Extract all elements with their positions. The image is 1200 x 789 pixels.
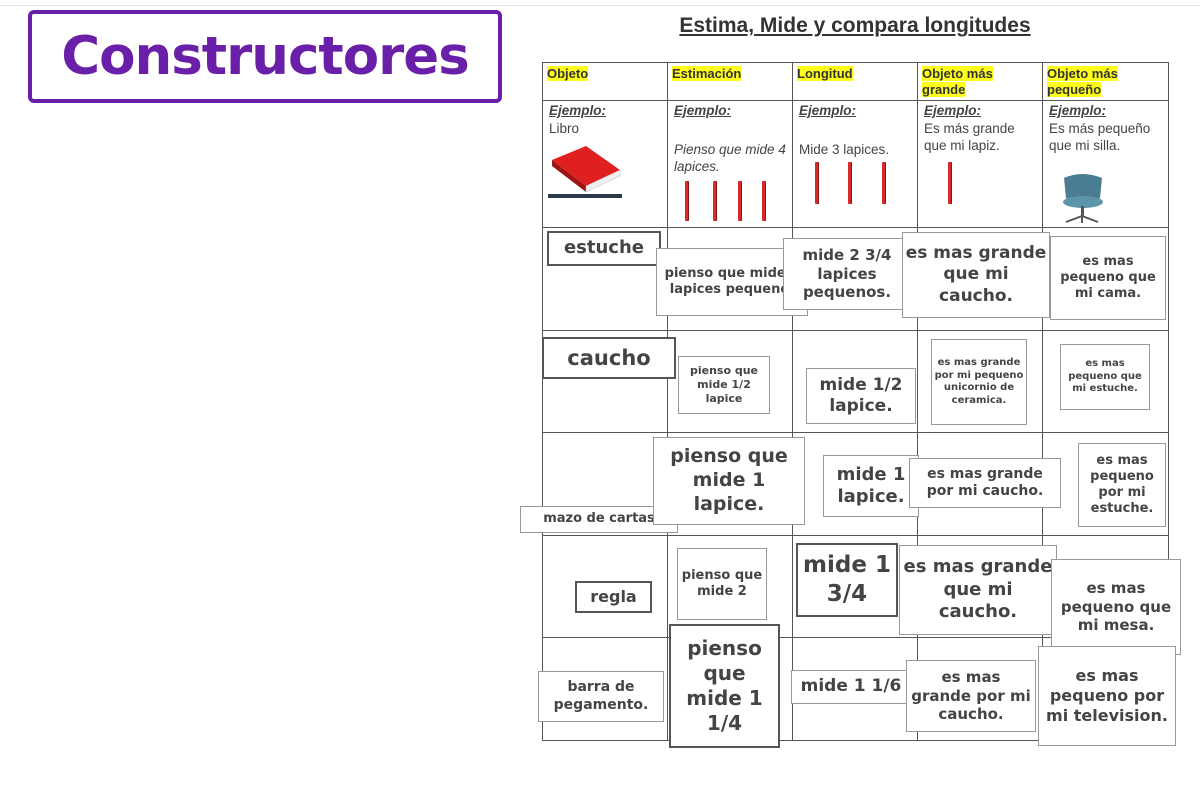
grid-line — [667, 62, 668, 740]
note-pequeno[interactable]: es mas pequeno que mi mesa. — [1051, 559, 1181, 655]
example-label: Ejemplo: — [924, 103, 982, 118]
note-grande[interactable]: es mas grande que mi caucho. — [899, 545, 1057, 635]
note-longitud[interactable]: mide 1 1/6 — [791, 670, 911, 704]
pencil-icon — [882, 162, 886, 204]
example-longitud: Mide 3 lapices. — [799, 142, 890, 157]
grid-line — [542, 330, 1169, 331]
note-grande[interactable]: es mas grande por mi caucho. — [906, 660, 1036, 732]
pencil-icon — [848, 162, 852, 204]
note-grande[interactable]: es mas grande por mi caucho. — [909, 458, 1061, 508]
grid-line — [542, 535, 1169, 536]
note-pequeno[interactable]: es mas pequeno por mi television. — [1038, 646, 1176, 746]
note-estimacion[interactable]: pienso que mide 2 — [677, 548, 767, 620]
pencil-icon — [713, 181, 717, 221]
grid-line — [542, 637, 1169, 638]
example-label: Ejemplo: — [799, 103, 857, 118]
pencil-icon — [738, 181, 742, 221]
header-longitud: Longitud — [797, 66, 853, 81]
header-estimacion: Estimación — [672, 66, 742, 81]
note-estimacion[interactable]: pienso que mide 1/2 lapice — [678, 356, 770, 414]
chair-icon — [1063, 174, 1103, 223]
grid-line — [917, 62, 918, 740]
note-longitud[interactable]: mide 1/2 lapice. — [806, 368, 916, 424]
note-estimacion[interactable]: pienso que mide 1 1/4 — [669, 624, 780, 748]
example-grande: Es más grande que mi lapiz. — [924, 121, 1015, 153]
note-objeto[interactable]: regla — [575, 581, 652, 613]
note-pequeno[interactable]: es mas pequeno por mi estuche. — [1078, 443, 1166, 527]
header-objeto-mas-grande: Objeto más grande — [922, 66, 993, 97]
note-estimacion[interactable]: pienso que mide 1 lapice. — [653, 437, 805, 525]
example-label: Ejemplo: — [549, 103, 607, 118]
example-objeto: Libro — [549, 121, 580, 136]
note-grande[interactable]: es mas grande que mi caucho. — [902, 232, 1050, 318]
grid-line — [792, 62, 793, 740]
note-objeto[interactable]: caucho — [542, 337, 676, 379]
worksheet-title: Estima, Mide y compara longitudes — [679, 14, 1031, 37]
pencil-icon — [948, 162, 952, 204]
note-grande[interactable]: es mas grande por mi pequeno unicornio d… — [931, 339, 1027, 425]
example-pequeno: Es más pequeño que mi silla. — [1049, 121, 1151, 153]
note-longitud[interactable]: mide 1 3/4 — [796, 543, 898, 617]
badge-title: Constructores — [61, 26, 470, 87]
note-objeto[interactable]: estuche — [547, 231, 661, 266]
note-objeto[interactable]: mazo de cartas — [520, 506, 678, 533]
grid-line — [542, 62, 1169, 63]
title-badge[interactable]: Constructores — [28, 10, 502, 103]
note-pequeno[interactable]: es mas pequeno que mi estuche. — [1060, 344, 1150, 410]
header-objeto-mas-pequeno: Objeto más pequeño — [1047, 66, 1118, 97]
example-label: Ejemplo: — [1049, 103, 1107, 118]
grid-line — [542, 227, 1169, 228]
header-objeto: Objeto — [547, 66, 589, 81]
example-label: Ejemplo: — [674, 103, 732, 118]
pencil-icon — [685, 181, 689, 221]
grid-line — [542, 740, 1169, 741]
grid-line — [542, 100, 1169, 101]
top-divider — [0, 5, 1200, 6]
grid-line — [542, 62, 543, 740]
grid-line — [542, 432, 1169, 433]
note-longitud[interactable]: mide 2 3/4 lapices pequenos. — [783, 238, 911, 310]
pencil-icon — [815, 162, 819, 204]
note-estimacion[interactable]: piensо que mide 3 lapices pequeno. — [656, 248, 808, 316]
pencil-icon — [762, 181, 766, 221]
example-estimacion: Pienso que mide 4 lapices. — [674, 142, 786, 174]
note-longitud[interactable]: mide 1 lapice. — [823, 455, 919, 517]
note-pequeno[interactable]: es mas pequeno que mi cama. — [1050, 236, 1166, 320]
book-icon — [548, 146, 622, 198]
note-objeto[interactable]: barra de pegamento. — [538, 671, 664, 722]
grid-line — [1168, 62, 1169, 740]
grid-line — [1042, 62, 1043, 740]
